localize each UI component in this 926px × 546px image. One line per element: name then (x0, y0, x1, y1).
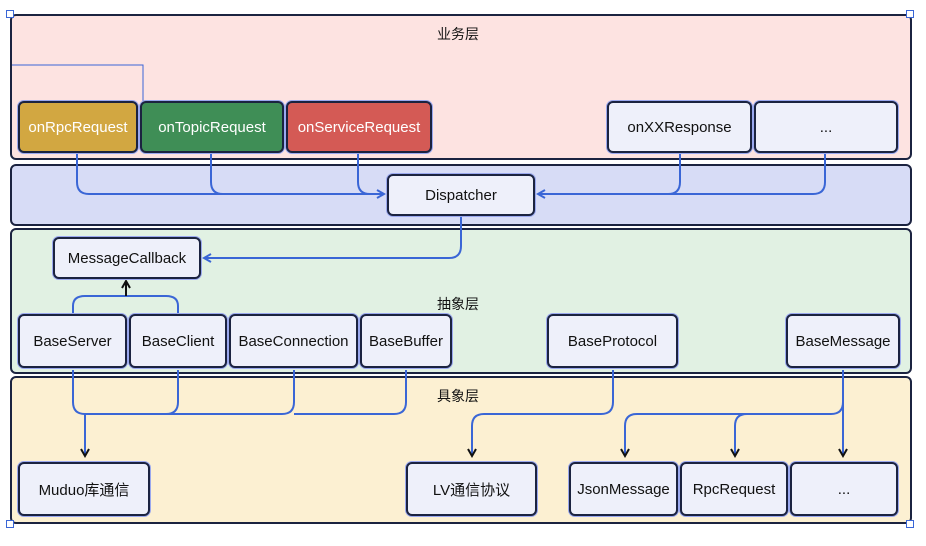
concrete-more-box[interactable]: ... (790, 462, 898, 516)
muduo-box[interactable]: Muduo库通信 (18, 462, 150, 516)
message-callback-box[interactable]: MessageCallback (53, 237, 201, 279)
base-buffer-box[interactable]: BaseBuffer (360, 314, 452, 368)
json-message-box[interactable]: JsonMessage (569, 462, 678, 516)
base-client-box[interactable]: BaseClient (129, 314, 227, 368)
resize-handle-top-left[interactable] (6, 10, 14, 18)
on-rpc-request-box[interactable]: onRpcRequest (18, 101, 138, 153)
on-topic-request-box[interactable]: onTopicRequest (140, 101, 284, 153)
concrete-layer-title: 具象层 (437, 388, 479, 404)
resize-handle-bottom-right[interactable] (906, 520, 914, 528)
business-layer-title: 业务层 (437, 26, 479, 42)
on-xx-response-box[interactable]: onXXResponse (607, 101, 752, 153)
base-connection-box[interactable]: BaseConnection (229, 314, 358, 368)
on-service-request-box[interactable]: onServiceRequest (286, 101, 432, 153)
resize-handle-top-right[interactable] (906, 10, 914, 18)
lv-protocol-box[interactable]: LV通信协议 (406, 462, 537, 516)
dispatcher-box[interactable]: Dispatcher (387, 174, 535, 216)
resize-handle-bottom-left[interactable] (6, 520, 14, 528)
abstract-layer-title: 抽象层 (437, 296, 479, 312)
base-server-box[interactable]: BaseServer (18, 314, 127, 368)
rpc-request-box[interactable]: RpcRequest (680, 462, 788, 516)
base-protocol-box[interactable]: BaseProtocol (547, 314, 678, 368)
base-message-box[interactable]: BaseMessage (786, 314, 900, 368)
business-more-box[interactable]: ... (754, 101, 898, 153)
